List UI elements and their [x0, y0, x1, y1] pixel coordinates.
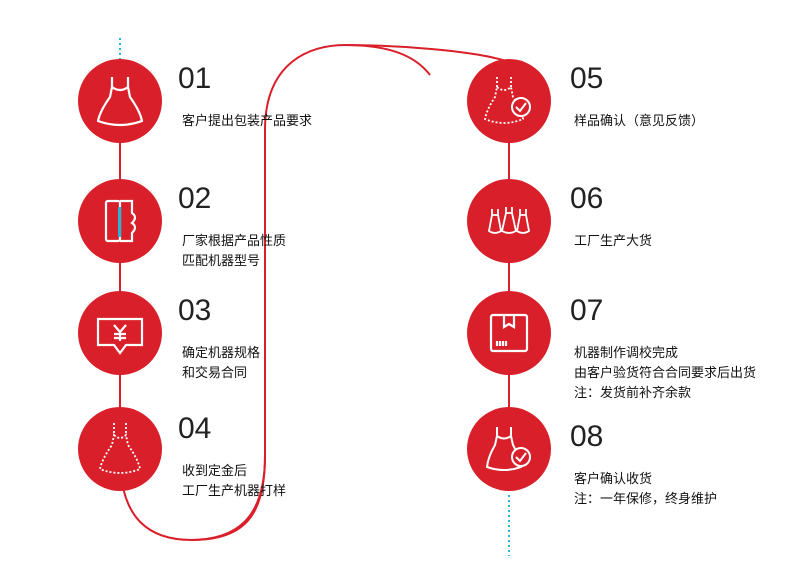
step-line: 客户提出包装产品要求 [182, 114, 313, 129]
dress-check-icon [485, 427, 531, 471]
step-description: 确定机器规格 和交易合同 [182, 344, 260, 384]
step-description: 收到定金后 工厂生产机器打样 [182, 462, 286, 502]
step-line: 匹配机器型号 [182, 254, 261, 269]
step-description: 客户确认收货 注：一年保修，终身维护 [574, 470, 717, 510]
step-line: 厂家根据产品性质 [182, 234, 287, 249]
step-line: 注：一年保修，终身维护 [574, 492, 718, 507]
step-number: 07 [570, 294, 604, 327]
step-line: 工厂生产机器打样 [182, 484, 287, 499]
step-line: 工厂生产大货 [574, 234, 653, 249]
step-line: 和交易合同 [182, 366, 248, 381]
step-line: 机器制作调校完成 [574, 346, 679, 361]
step-line: 客户确认收货 [574, 472, 653, 487]
step-line: 确定机器规格 [182, 346, 261, 361]
dress-check-icon [483, 77, 531, 124]
dresses-batch-icon [488, 207, 530, 234]
step-number: 06 [570, 182, 604, 215]
step-line: 收到定金后 [182, 464, 248, 479]
step-01-node [78, 59, 162, 143]
step-02-node [78, 179, 162, 263]
step-06-node [467, 179, 551, 263]
connector-path-left-bend [189, 455, 266, 541]
step-line: 注：发货前补齐余款 [574, 386, 692, 401]
package-box-icon [489, 313, 529, 353]
step-03-node [78, 291, 162, 375]
step-05-node [467, 59, 551, 143]
step-line: 由客户验货符合合同要求后出货 [574, 366, 757, 381]
step-description: 客户提出包装产品要求 [182, 112, 312, 132]
dress-icon [96, 77, 144, 127]
step-description: 工厂生产大货 [574, 232, 652, 252]
step-number: 04 [178, 412, 212, 445]
step-08-node [467, 407, 551, 491]
connector-path-bend [344, 44, 510, 63]
step-line: 样品确认（意见反馈） [574, 114, 705, 129]
step-04-node [78, 407, 162, 491]
step-number: 05 [570, 62, 604, 95]
step-description: 样品确认（意见反馈） [574, 112, 704, 132]
step-description: 厂家根据产品性质 匹配机器型号 [182, 232, 286, 272]
step-number: 02 [178, 182, 212, 215]
step-number: 03 [178, 294, 212, 327]
yuan-chat-icon [96, 317, 144, 355]
dress-outline-icon [98, 423, 142, 474]
step-07-node [467, 291, 551, 375]
step-number: 01 [178, 62, 212, 95]
step-description: 机器制作调校完成 由客户验货符合合同要求后出货 注：发货前补齐余款 [574, 344, 756, 404]
step-number: 08 [570, 420, 604, 453]
